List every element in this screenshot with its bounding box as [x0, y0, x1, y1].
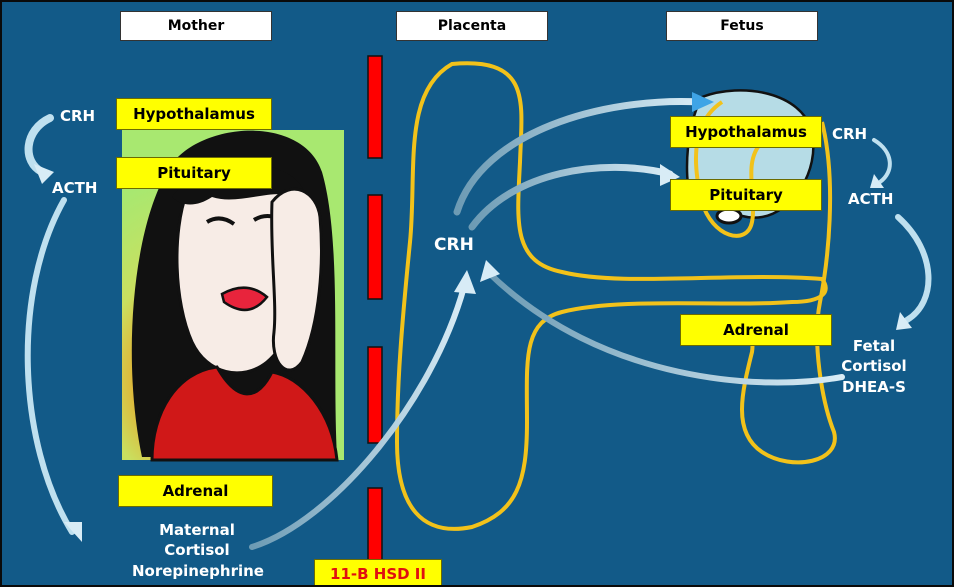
barrier-segment — [368, 347, 382, 443]
barrier-segment — [368, 195, 382, 299]
fetal-output-line: Fetal — [828, 336, 920, 356]
barrier-segment — [368, 488, 382, 560]
maternal-crh-label: CRH — [60, 106, 95, 126]
maternal-crh-acth-arrow — [29, 118, 50, 172]
maternal-adrenal-box: Adrenal — [118, 475, 273, 507]
placental-barrier — [368, 56, 382, 560]
arrowhead — [34, 164, 54, 184]
maternal-output-line: Cortisol — [132, 540, 262, 560]
fetal-crh-label: CRH — [832, 124, 867, 144]
enzyme-box: 11-B HSD II — [314, 559, 442, 587]
fetal-acth-label: ACTH — [848, 189, 893, 209]
maternal-hypothalamus-box: Hypothalamus — [116, 98, 272, 130]
maternal-pituitary-box: Pituitary — [116, 157, 272, 189]
maternal-outputs: Maternal Cortisol Norepinephrine — [132, 520, 262, 581]
header-placenta: Placenta — [396, 11, 548, 41]
maternal-acth-label: ACTH — [52, 178, 97, 198]
header-fetus: Fetus — [666, 11, 818, 41]
fetal-pituitary-marker — [717, 209, 741, 223]
fetal-crh-acth-arrow — [874, 140, 890, 182]
fetal-pituitary-box: Pituitary — [670, 179, 822, 211]
fetal-hypothalamus-box: Hypothalamus — [670, 116, 822, 148]
fetal-outputs: Fetal Cortisol DHEA-S — [828, 336, 920, 397]
maternal-output-line: Maternal — [132, 520, 262, 540]
fetal-output-line: Cortisol — [828, 356, 920, 376]
placenta-fetal-hypothalamus-arrow — [457, 102, 700, 212]
fetal-adrenal-box: Adrenal — [680, 314, 832, 346]
fetal-acth-cortisol-arrow — [898, 217, 928, 320]
placenta-fetal-pituitary-arrow — [472, 167, 670, 227]
maternal-acth-cortisol-arrow — [28, 200, 72, 532]
maternal-output-line: Norepinephrine — [132, 561, 262, 581]
header-mother: Mother — [120, 11, 272, 41]
placental-crh-label: CRH — [434, 234, 474, 257]
fetal-output-line: DHEA-S — [828, 377, 920, 397]
arrowhead — [454, 270, 476, 294]
barrier-segment — [368, 56, 382, 158]
